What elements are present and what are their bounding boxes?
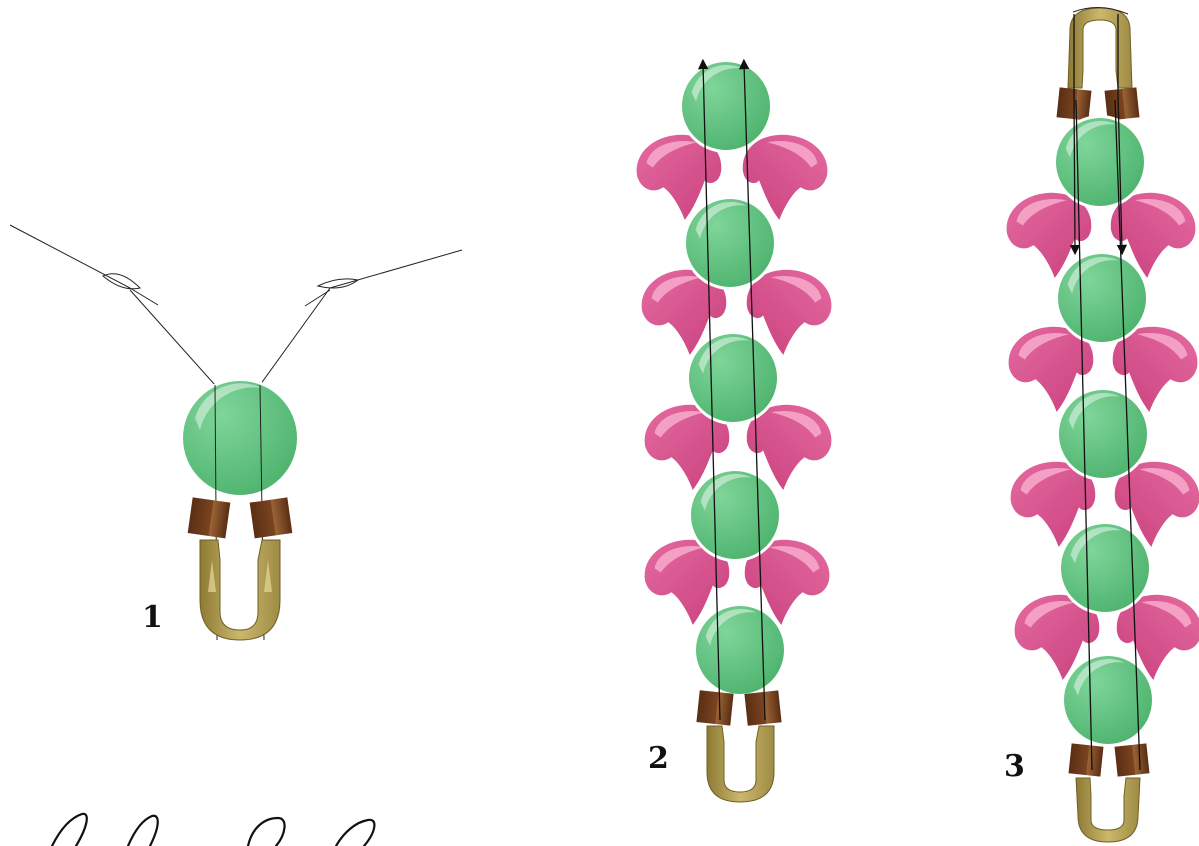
petal-bead: [1110, 324, 1199, 417]
step-3-label: 3: [1004, 749, 1025, 784]
round-bead: [679, 59, 773, 153]
petal-bead: [1006, 324, 1096, 417]
end-bar-right: [249, 497, 293, 539]
round-bead: [693, 603, 787, 697]
petal-bead: [740, 132, 830, 225]
petal-bead: [1108, 190, 1198, 283]
needle-thread-left: [9, 224, 216, 386]
thread-paths: [697, 58, 766, 721]
step-2-label: 2: [648, 741, 669, 776]
petal-bead: [1004, 190, 1094, 283]
needle-thread-right: [259, 249, 463, 386]
round-bead: [1058, 521, 1152, 615]
thread-paths: [1069, 14, 1141, 771]
end-bar-left: [696, 690, 734, 726]
petal-bead: [642, 537, 732, 630]
petal-bead: [642, 402, 732, 495]
round-bead: [1056, 387, 1150, 481]
petal-bead: [744, 267, 834, 360]
round-bead: [683, 196, 777, 290]
end-bar-bottom-right: [1114, 743, 1150, 777]
round-bead: [1061, 653, 1155, 747]
petal-beads: [634, 132, 834, 630]
end-bar-top-right: [1104, 87, 1140, 121]
clasp-top: [1067, 7, 1133, 89]
step-3-diagram: 3: [1004, 7, 1199, 843]
petal-bead: [1008, 459, 1098, 552]
step-1-diagram: 1: [9, 224, 463, 641]
petal-bead: [1114, 592, 1199, 685]
clasp: [199, 539, 281, 641]
round-bead: [1053, 115, 1147, 209]
petal-bead: [1012, 592, 1102, 685]
step-1-label: 1: [142, 600, 163, 635]
round-bead: [686, 331, 780, 425]
clasp: [706, 725, 775, 803]
clasp-bottom: [1075, 777, 1141, 843]
end-bar-left: [187, 497, 231, 539]
petal-bead: [742, 537, 832, 630]
step-2-diagram: 2: [634, 58, 834, 803]
petal-beads: [1004, 190, 1199, 685]
round-bead: [1055, 251, 1149, 345]
end-bar-bottom-left: [1068, 743, 1104, 777]
round-bead: [688, 468, 782, 562]
script-flourish: [50, 812, 376, 846]
end-bar-right: [744, 690, 782, 726]
petal-bead: [639, 267, 729, 360]
petal-bead: [744, 402, 834, 495]
round-bead: [180, 378, 300, 498]
